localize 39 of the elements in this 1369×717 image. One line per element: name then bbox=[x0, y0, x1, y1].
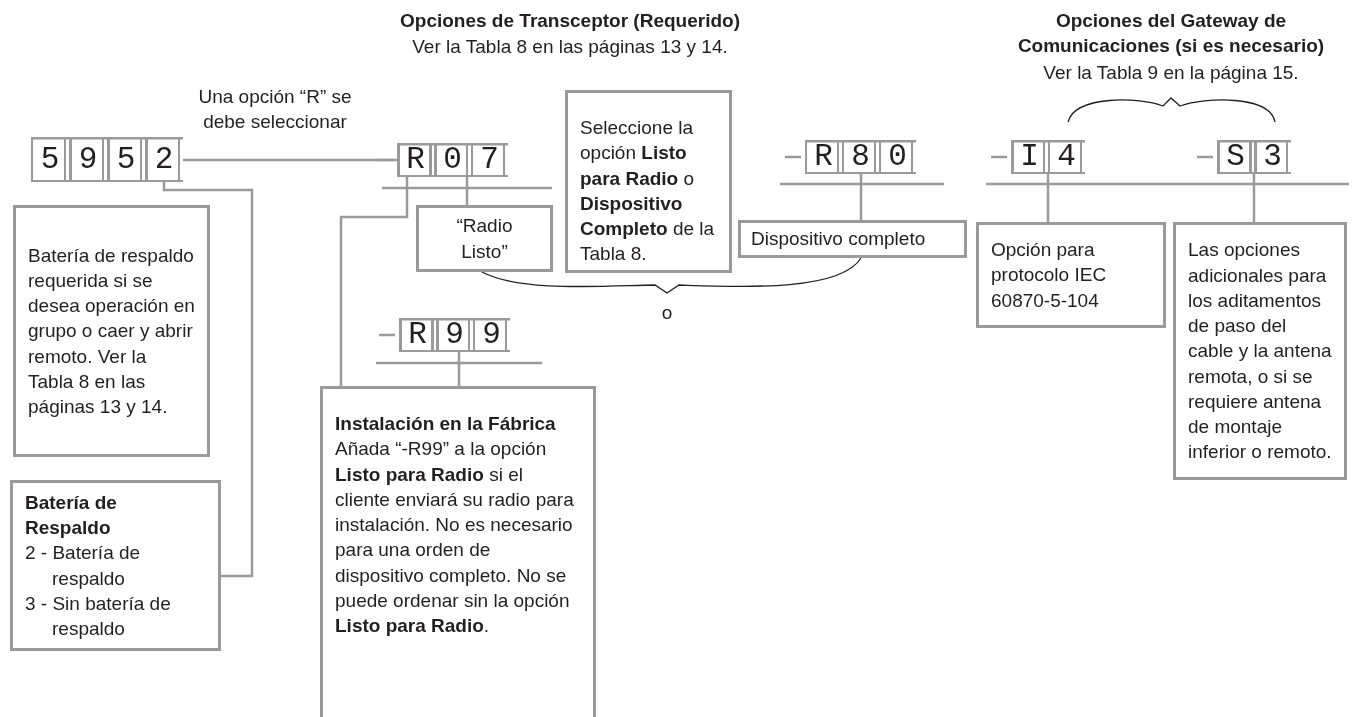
catalog-code: I4 bbox=[1011, 140, 1085, 174]
connector-line bbox=[1046, 174, 1050, 222]
connector-line bbox=[1252, 174, 1256, 222]
box-text: “Radio Listo” bbox=[455, 214, 514, 264]
list-item: 2 - Batería de respaldo bbox=[25, 541, 142, 591]
reference-note: Ver la Tabla 9 en la página 15. bbox=[1042, 61, 1300, 85]
section-heading: Opciones del Gateway de Comunicaciones (si es necesario) bbox=[1016, 9, 1326, 59]
annotation-text: Una opción “R” se debe seleccionar bbox=[197, 85, 353, 135]
box-text: Las opciones adicionales para los aditamentos de paso del cable y la antena remota, o si se requiere antena de montaje inferior o remoto. bbox=[1188, 238, 1332, 465]
list-item: 3 - Sin batería de respaldo bbox=[25, 591, 172, 642]
box-heading: Instalación en la Fábrica bbox=[335, 412, 557, 436]
catalog-code: R99 bbox=[399, 318, 510, 352]
catalog-code: S3 bbox=[1217, 140, 1291, 174]
connector-line bbox=[183, 158, 397, 162]
box-text: Añada “-R99” a la opción Listo para Radio si el cliente enviará su radio para instalación. No es necesario para una orden de dispositivo completo. No se puede ordenar sin la opción Listo para Radio. bbox=[335, 437, 575, 639]
note-box bbox=[13, 205, 210, 457]
connector-line bbox=[457, 352, 461, 386]
connector-line bbox=[162, 182, 254, 578]
reference-note: Ver la Tabla 8 en las páginas 13 y 14. bbox=[411, 35, 729, 59]
option-box bbox=[976, 222, 1166, 328]
option-box bbox=[1173, 222, 1347, 480]
connector-line bbox=[859, 174, 863, 220]
note-box bbox=[565, 90, 732, 273]
box-text: Batería de respaldo requerida si se desea operación en grupo o caer y abrir remoto. Ver la Tabla 8 en las páginas 13 y 14. bbox=[28, 243, 195, 420]
option-box bbox=[320, 386, 596, 717]
option-box bbox=[416, 205, 553, 272]
connector-line bbox=[465, 177, 469, 205]
box-text: Dispositivo completo bbox=[751, 227, 927, 252]
conjunction-text: o bbox=[660, 301, 674, 325]
option-box bbox=[738, 220, 967, 258]
catalog-code: R80 bbox=[805, 140, 916, 174]
box-text: Opción para protocolo IEC 60870-5-104 bbox=[991, 238, 1108, 313]
box-heading: Batería de Respaldo bbox=[25, 490, 118, 540]
box-text: Seleccione la opción Listo para Radio o Dispositivo Completo de la Tabla 8. bbox=[580, 116, 716, 267]
option-box bbox=[10, 480, 221, 651]
connector-line bbox=[339, 177, 409, 386]
section-heading: Opciones de Transceptor (Requerido) bbox=[399, 9, 741, 33]
catalog-code: 5952 bbox=[31, 137, 183, 182]
catalog-code: R07 bbox=[397, 143, 508, 177]
